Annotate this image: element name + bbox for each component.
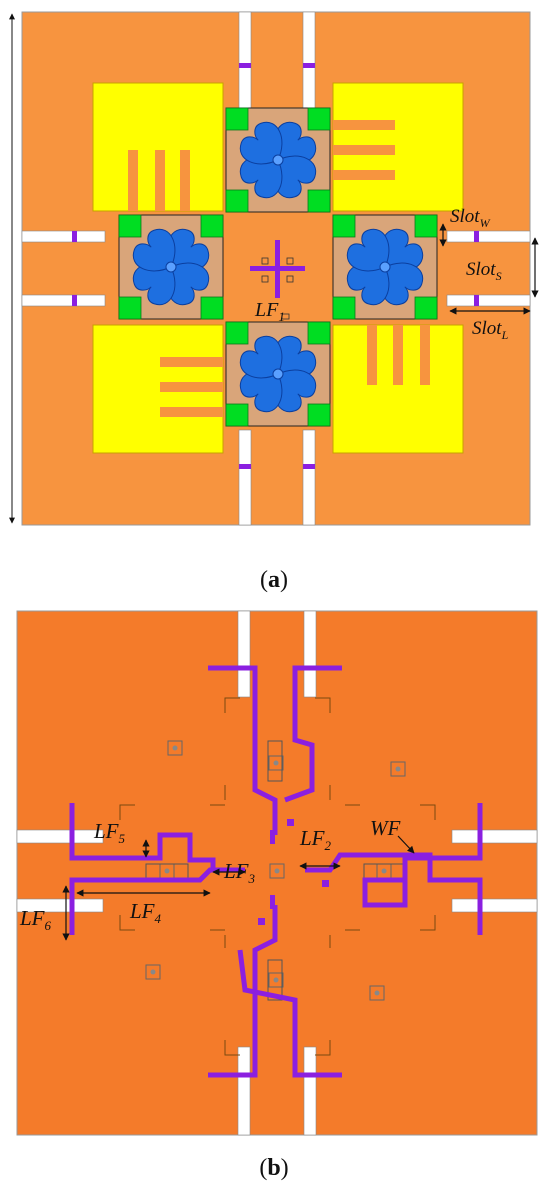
patch-bottom-left	[92, 324, 224, 454]
slots-b	[16, 610, 538, 1136]
label-lf1: LF1	[254, 299, 285, 324]
patch-bottom-right	[332, 324, 464, 454]
slots-left	[21, 230, 106, 307]
via	[145, 964, 161, 980]
patch-outlines	[119, 697, 436, 1056]
caption-b: (b)	[259, 1155, 288, 1181]
center-feed-stubs	[258, 819, 329, 925]
via	[268, 972, 284, 988]
label-lf2: LF2	[299, 826, 332, 853]
feed-bottom	[208, 905, 278, 1078]
feed-pad	[267, 959, 283, 1001]
figure-a: LF1 SlotW SlotS SlotL (a)	[9, 11, 539, 593]
wf-arrow	[397, 835, 415, 854]
via	[390, 761, 406, 777]
feed-network	[69, 665, 483, 1078]
feed-left	[69, 803, 216, 870]
via	[269, 863, 285, 879]
patch-top-left	[92, 82, 224, 212]
label-lf5: LF5	[93, 819, 126, 846]
feed-top	[208, 665, 278, 835]
flower-cell-bottom	[225, 321, 331, 427]
feed-pad	[267, 740, 283, 782]
label-lf4: LF4	[129, 899, 162, 926]
figure-b: LF2 LF3 LF4 LF5 LF6 WF (b)	[16, 610, 538, 1181]
flower-radiators	[118, 107, 438, 427]
flower-cell-top	[225, 107, 331, 213]
via	[268, 755, 284, 771]
label-slot-s: SlotS	[466, 259, 502, 283]
slots-bottom	[238, 429, 316, 526]
label-wf: WF	[370, 816, 400, 840]
flower-cell-left	[118, 214, 224, 320]
center-feed-cross	[250, 240, 305, 320]
label-slot-l: SlotL	[472, 318, 509, 342]
label-lf3: LF3	[223, 859, 256, 886]
slots-right	[446, 230, 531, 307]
label-slot-w: SlotW	[450, 206, 491, 230]
patch-top-right	[332, 82, 464, 212]
via	[167, 740, 183, 756]
label-lf6: LF6	[19, 906, 52, 933]
feed-right	[362, 803, 483, 908]
vias	[145, 740, 407, 1001]
caption-a: (a)	[260, 567, 288, 593]
via	[369, 985, 385, 1001]
flower-cell-right	[332, 214, 438, 320]
